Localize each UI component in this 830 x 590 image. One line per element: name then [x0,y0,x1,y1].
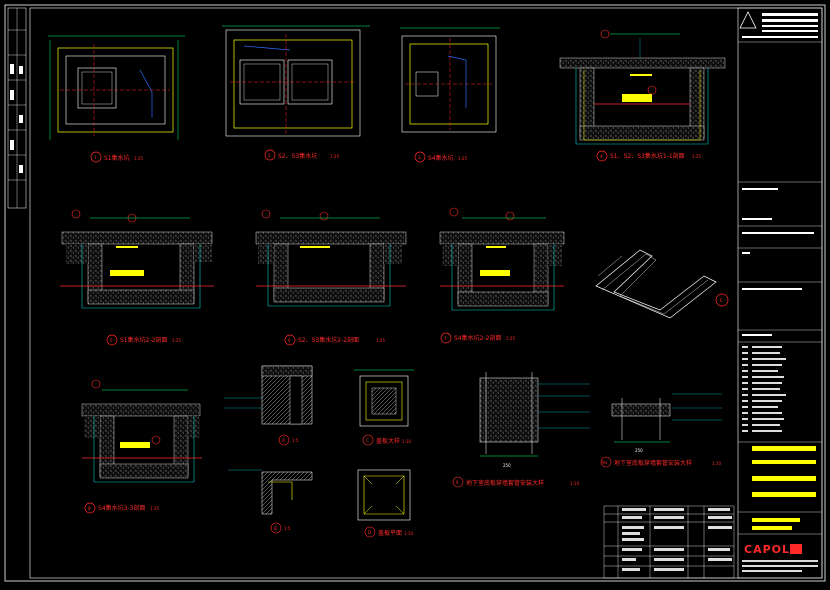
company-logo-icon [739,11,757,29]
caption-title: 盖板大样 [376,437,400,445]
caption-scale: 1:25 [172,338,181,343]
caption-scale: 1:5 [292,438,299,443]
caption-scale: 1:25 [692,154,701,159]
detail-c [354,369,414,446]
section-s4-3-3 [81,379,202,483]
revision-table-ticks [622,508,732,571]
caption-number: 2 [268,153,271,158]
caption-scale: 1:10 [402,439,411,444]
dimension-label: 250 [503,463,511,468]
caption-number: E [720,298,723,303]
section-s4-2-2 [439,207,565,311]
caption-title: S1、S2、S3集水坑1-1剖面 [610,152,685,160]
caption-c: C 盖板大样 1:10 [366,437,411,445]
caption-title: 盖板平面 [378,529,402,537]
caption-b: B 1:5 [274,526,291,531]
caption-number: 8 [88,506,91,511]
caption-9: 9 地下室底板穿墙套管安装大样 1:10 [456,479,579,487]
sheet-border [4,4,826,582]
caption-title: S4集水坑 [428,154,454,162]
caption-2: 2 S2、S3集水坑 1:25 [264,149,339,161]
caption-title: S1集水坑 [104,154,130,162]
caption-4: 4 S1、S2、S3集水坑1-1剖面 1:25 [596,150,701,162]
caption-title: S2、S3集水坑 [278,152,317,160]
caption-scale: 1:5 [284,526,291,531]
caption-title: 地下室底板穿墙套管安装大样 [466,479,544,487]
caption-scale: 1:25 [330,154,339,159]
caption-8: 8 S4集水坑3-3剖面 1:25 [84,502,159,514]
caption-scale: 1:25 [458,156,467,161]
title-block: CAPOL [737,7,823,579]
caption-number: 4 [600,154,603,159]
caption-scale: 1:25 [150,506,159,511]
detail-9-sleeve: 250 [452,372,590,488]
caption-6: 6 S2、S3集水坑2-2剖面 1:25 [284,334,385,346]
caption-7: 7 S4集水坑2-2剖面 1:25 [440,332,515,344]
caption-number: D [368,530,371,535]
plan-s1 [48,35,185,140]
brand-name: CAPOL [744,543,790,556]
caption-scale: 1:25 [134,156,143,161]
caption-number: B [274,526,277,531]
detail-e-isometric [595,249,729,319]
caption-scale: 1:25 [376,338,385,343]
caption-scale: 1:25 [506,336,515,341]
caption-d: D 盖板平面 1:10 [368,529,413,537]
revision-table [603,505,735,579]
detail-b [228,469,313,534]
caption-number: 5 [110,338,113,343]
caption-e: E [720,298,723,303]
caption-number: 6 [288,338,291,343]
caption-scale: 1:10 [712,461,721,466]
caption-title: S1集水坑2-2剖面 [120,336,167,344]
caption-number: 9 [456,480,459,485]
detail-a [224,365,313,446]
caption-scale: 1:10 [404,531,413,536]
caption-title: S4集水坑3-3剖面 [98,504,145,512]
plan-s4 [400,27,500,133]
section-s2-s3-2-2 [255,209,407,307]
detail-d [357,469,411,538]
left-binding-strip [7,7,27,209]
caption-number: 7 [444,336,447,341]
caption-number: 1 [94,155,97,160]
section-s1-2-2 [60,209,214,309]
caption-title: S2、S3集水坑2-2剖面 [298,336,359,344]
caption-1: 1 S1集水坑 1:25 [90,151,143,163]
section-s1-s2-s3-1-1 [559,29,726,145]
brand-logo-icon [790,544,802,554]
dimension-label: 250 [635,448,643,453]
detail-9a-sleeve: 250 [600,393,722,468]
caption-scale: 1:10 [570,481,579,486]
caption-number: 9a [602,460,608,465]
caption-5: 5 S1集水坑2-2剖面 1:25 [106,334,181,346]
caption-9a: 9a 地下室底板穿墙套管安装大样 1:10 [602,459,721,467]
caption-title: S4集水坑2-2剖面 [454,334,501,342]
caption-a: A 1:5 [282,438,299,443]
caption-3: 3 S4集水坑 1:25 [414,151,467,163]
caption-number: C [366,438,369,443]
caption-number: A [282,438,285,443]
caption-number: 3 [418,155,421,160]
caption-title: 地下室底板穿墙套管安装大样 [614,459,692,467]
plan-s2-s3 [222,25,370,137]
